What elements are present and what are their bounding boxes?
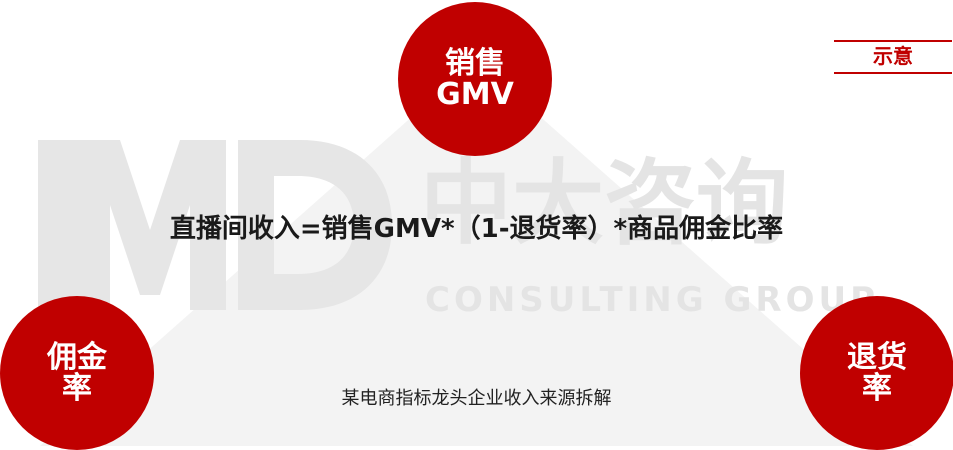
tag-line-top: [834, 40, 952, 42]
tag-line-bottom: [834, 72, 952, 74]
illustrative-tag: 示意: [834, 40, 952, 74]
node-sales-gmv: 销售 GMV: [398, 2, 552, 156]
diagram-caption: 某电商指标龙头企业收入来源拆解: [341, 388, 612, 409]
node-commission-rate: 佣金 率: [0, 296, 154, 450]
node-return-rate: 退货 率: [800, 296, 953, 450]
tag-text: 示意: [873, 44, 913, 68]
node-sales-gmv-label: 销售 GMV: [436, 45, 514, 112]
revenue-formula: 直播间收入=销售GMV*（1-退货率）*商品佣金比率: [169, 214, 784, 244]
node-return-rate-label: 退货 率: [847, 339, 907, 406]
node-commission-rate-label: 佣金 率: [47, 339, 107, 406]
